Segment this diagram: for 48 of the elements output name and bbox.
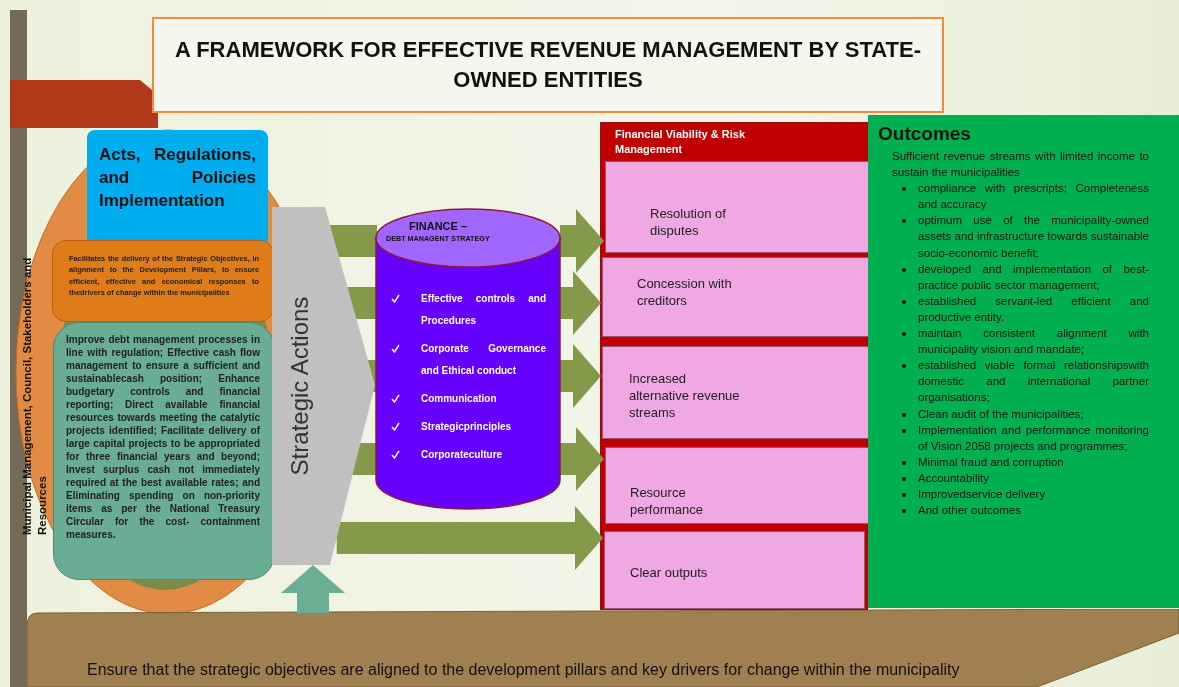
box-label: Resource performance <box>630 485 704 519</box>
bullet-item: maintain consistent alignment with municipality vision and mandate; <box>918 326 1149 358</box>
bullet-item: Clean audit of the municipalities; <box>918 406 1085 422</box>
arrow <box>560 209 604 273</box>
process-box <box>604 531 865 609</box>
bullet-item: And other outcomes <box>918 503 1022 519</box>
outcomes-panel <box>868 115 1179 608</box>
box-label: Resolution of disputes <box>650 206 727 240</box>
arrow <box>560 271 601 335</box>
panel-heading: Outcomes <box>878 123 972 145</box>
process-box <box>605 447 869 524</box>
arrow <box>560 344 601 408</box>
list-item: Corporateculture <box>421 448 504 462</box>
rounded-box <box>52 240 274 322</box>
chevron-shape <box>272 207 375 565</box>
bullet-item: optimum use of the municipality-owned assets and infrastructure towards sustainable socio-economic benefit; <box>918 213 1149 261</box>
band <box>27 609 1179 687</box>
heading-box <box>87 130 268 242</box>
bullet-item: established viable formal relationshipswith domestic and international partner organisations; <box>918 358 1149 406</box>
description-text: Improve debt management processes in line with regulation; Effective cash flow management to ensure a sufficient and sustainablecash position; Enhance budgetary controls and financial reporting; Direct available financial resources towards meeting the catalytic projects identified; Facilitate delivery of large capital projects to be appropriated for three financial years and beyond; Invest surplus cash not immediately required at the best available rates; and Eliminating spending on non-priority items as per the National Treasury Circular for the cost- containment measures. <box>66 333 260 541</box>
process-box <box>605 161 869 253</box>
title: A FRAMEWORK FOR EFFECTIVE REVENUE MANAGEMENT BY STATE-OWNED ENTITIES <box>174 36 922 94</box>
list-item: Effective controls and Procedures <box>421 292 546 328</box>
vertical-label: Strategic Actions <box>286 296 314 476</box>
heading: Acts, Regulations, and Policies Implementation <box>99 144 256 212</box>
bullet-item: Accountability <box>918 470 990 486</box>
bullet-item: Minimal fraud and corruption <box>918 454 1065 470</box>
cylinder-title: FINANCE – <box>409 220 468 232</box>
panel <box>600 122 868 610</box>
process-box <box>602 346 869 439</box>
box-label: Clear outputs <box>630 565 709 582</box>
box-label: Increased alternative revenue streams <box>629 371 741 422</box>
rounded-box <box>53 322 275 580</box>
band-text: Ensure that the strategic objectives are aligned to the development pillars and key drivers for change within the municipality <box>87 661 960 679</box>
bullet-item: Improvedservice delivery <box>918 486 1047 502</box>
bullet-item: Implementation and performance monitoring of Vision 2058 projects and programmes; <box>918 422 1149 454</box>
list-item: Strategicprinciples <box>421 420 513 434</box>
arrow <box>281 565 345 613</box>
vertical-label: Municipal Management, Council, Stakeholders and Resources <box>20 256 49 535</box>
list-item: Corporate Governance and Ethical conduct <box>421 342 546 378</box>
box-label: Concession with creditors <box>637 276 733 310</box>
bullet-item: developed and implementation of best-practice public sector management; <box>918 261 1149 293</box>
bullet-item: established servant-led efficient and productive entity. <box>918 293 1149 325</box>
arrow <box>560 427 604 491</box>
arrow <box>336 506 603 570</box>
list-item: Communication <box>421 392 498 406</box>
panel-heading: Financial Viability & Risk Management <box>615 127 746 158</box>
process-box <box>602 257 869 337</box>
